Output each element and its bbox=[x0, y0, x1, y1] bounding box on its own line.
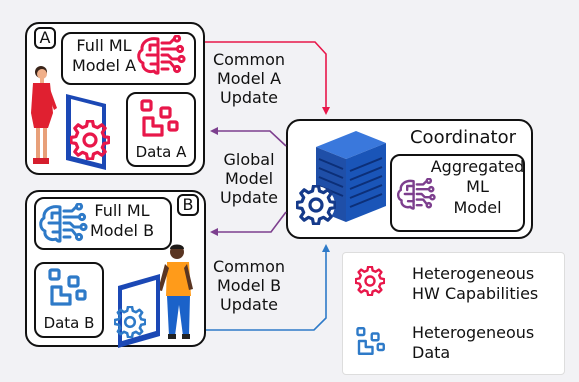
common-model-a-arrow bbox=[205, 41, 330, 115]
coordinator-title: Coordinator bbox=[409, 127, 516, 148]
global-update-label: Global Model Update bbox=[220, 150, 278, 208]
common-b-update-label: Common Model B Update bbox=[212, 257, 286, 315]
client-b-model-label: Full ML Model B bbox=[89, 201, 155, 241]
data-blocks-icon bbox=[140, 99, 179, 137]
legend-data-label: Heterogeneous Data bbox=[412, 323, 535, 363]
global-update-arrow-b bbox=[210, 211, 287, 236]
client-a-model-label: Full ML Model A bbox=[71, 36, 137, 76]
legend-hw-label: Heterogeneous HW Capabilities bbox=[412, 264, 539, 304]
legend-box bbox=[342, 252, 565, 375]
woman-user-icon bbox=[31, 66, 57, 164]
ml-model-brain-icon bbox=[137, 35, 186, 75]
client-a-tag: A bbox=[34, 27, 56, 49]
client-a-data-label: Data A bbox=[135, 143, 187, 161]
legend-data-icon bbox=[356, 327, 385, 355]
data-blocks-icon-b bbox=[48, 268, 87, 306]
common-model-b-arrow bbox=[206, 244, 330, 331]
common-a-update-label: Common Model A Update bbox=[212, 50, 286, 108]
global-update-arrow-a bbox=[210, 127, 287, 147]
ml-model-brain-icon-b bbox=[39, 203, 88, 243]
client-b-data-label: Data B bbox=[43, 314, 95, 332]
server-gear-icon bbox=[296, 185, 336, 225]
man-user-icon bbox=[158, 244, 193, 339]
legend-gear-icon bbox=[355, 266, 385, 296]
aggregated-brain-icon bbox=[396, 178, 436, 210]
client-b-tag: B bbox=[177, 194, 199, 216]
aggregated-model-label: Aggregated ML Model bbox=[430, 157, 525, 217]
